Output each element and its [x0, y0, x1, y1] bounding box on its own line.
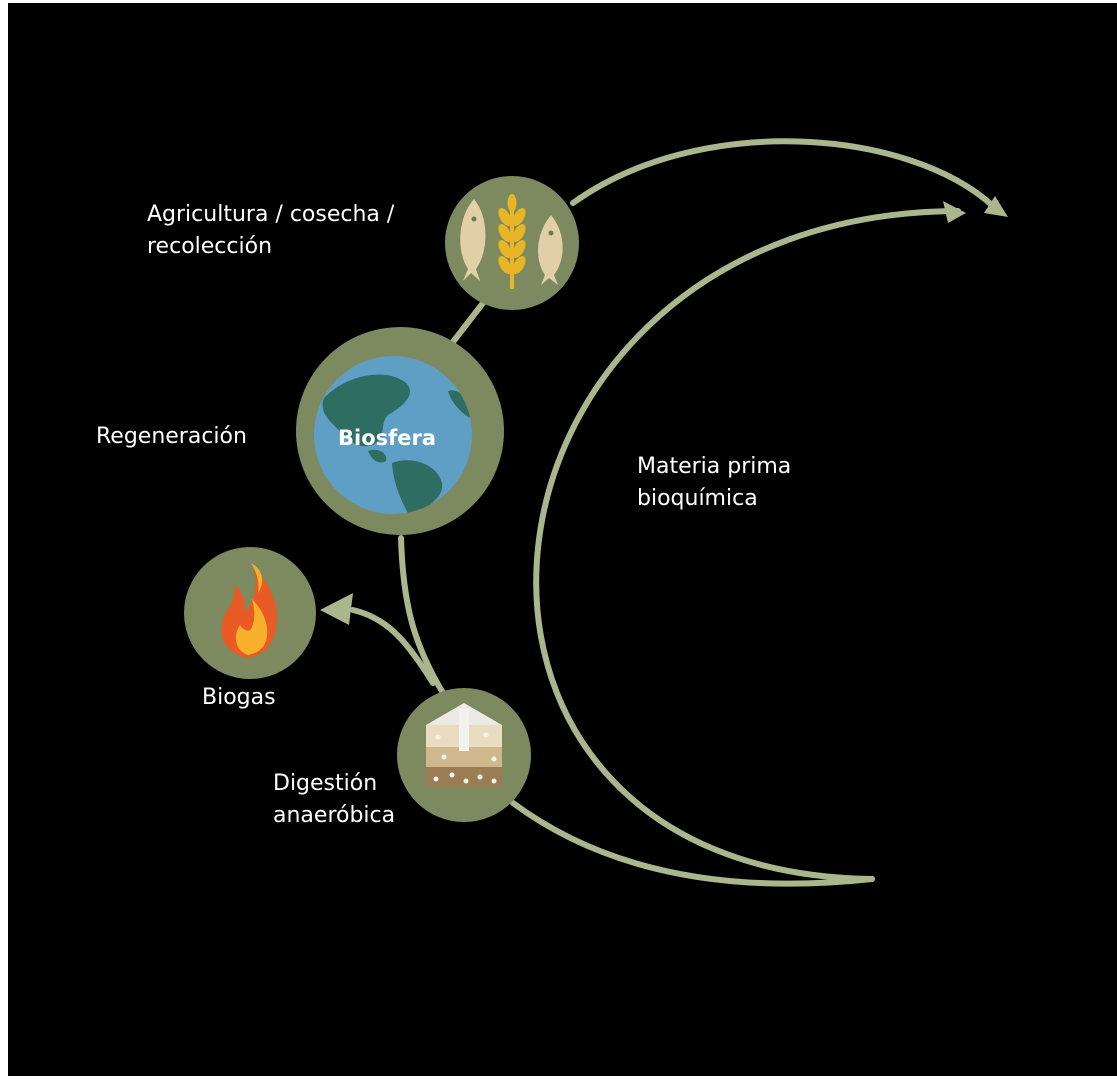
feedstock-label: Materia prima bioquímica — [637, 451, 791, 515]
digestion-to-biogas-arc — [350, 607, 436, 686]
harvest-label: Agricultura / cosecha / recolección — [147, 199, 394, 263]
digestion-node — [397, 688, 531, 822]
soil-layers-icon — [426, 703, 502, 787]
biogas-label: Biogas — [202, 685, 276, 710]
biogas-arrowhead — [320, 593, 353, 625]
digestion-label-line1: Digestión — [273, 771, 378, 796]
cycle-diagram — [184, 138, 1008, 887]
inner-arc-arrowhead — [943, 201, 966, 223]
globe-icon — [314, 356, 472, 514]
biogas-node — [184, 547, 316, 679]
biosphere-node — [296, 327, 504, 535]
outer-arc-arrowhead — [984, 196, 1008, 217]
harvest-to-market-arc — [570, 138, 996, 209]
outer-arc-connector — [510, 800, 875, 887]
diagram-canvas: Agricultura / cosecha / recolección Rege… — [8, 3, 1117, 1076]
biosphere-to-digestion-connector — [398, 535, 446, 696]
inner-feedstock-arc — [533, 208, 961, 882]
wheat-and-fish-icon — [460, 194, 563, 289]
harvest-node — [445, 176, 579, 310]
feedstock-label-line1: Materia prima — [637, 454, 792, 479]
biosphere-center-label: Biosfera — [338, 426, 437, 450]
flame-icon — [221, 563, 277, 658]
harvest-label-line2: recolección — [147, 234, 273, 259]
feedstock-label-line2: bioquímica — [637, 486, 758, 511]
regeneration-label: Regeneración — [96, 424, 247, 449]
digestion-label: Digestión anaeróbica — [273, 768, 395, 832]
harvest-label-line1: Agricultura / cosecha / — [147, 202, 395, 227]
digestion-label-line2: anaeróbica — [273, 803, 396, 828]
